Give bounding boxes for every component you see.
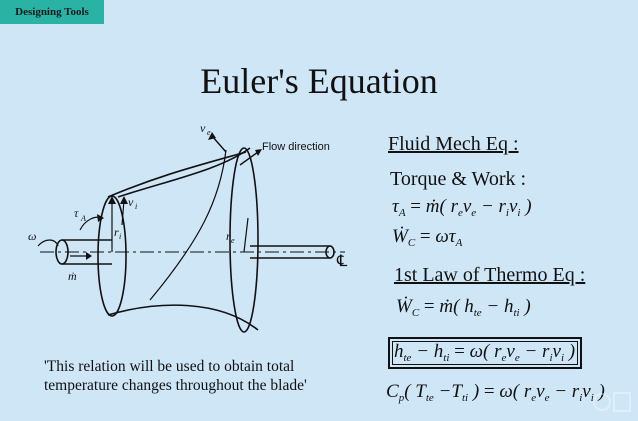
equation-boxed: hte − hti = ω( reve − rivi ) bbox=[394, 341, 576, 364]
equation-temperature: Cp( Tte −Tti ) = ω( reve − rivi ) bbox=[386, 381, 605, 404]
equation-thermo: ẆC = ṁ( hte − hti ) bbox=[396, 296, 531, 319]
section-tag: Designing Tools bbox=[0, 0, 104, 24]
label-tau-sub: A bbox=[80, 214, 86, 223]
boxed-equation-frame bbox=[388, 337, 582, 369]
label-ri: r bbox=[114, 225, 119, 239]
label-vi: v bbox=[128, 195, 134, 209]
label-mdot: ṁ bbox=[68, 269, 77, 283]
label-re-sub: e bbox=[231, 236, 235, 245]
quote-text: 'This relation will be used to obtain to… bbox=[44, 358, 307, 394]
equation-work: ẆC = ωτA bbox=[392, 226, 463, 249]
watermark-logo bbox=[593, 392, 631, 412]
label-vi-sub: i bbox=[135, 202, 137, 211]
label-ve: v bbox=[200, 121, 206, 135]
label-re: r bbox=[226, 229, 231, 243]
fluid-mech-heading: Fluid Mech Eq : bbox=[388, 133, 519, 155]
label-flow-direction: Flow direction bbox=[262, 141, 330, 153]
label-ve-sub: e bbox=[207, 128, 211, 137]
thermo-heading: 1st Law of Thermo Eq : bbox=[394, 264, 586, 286]
equation-torque: τA = ṁ( reve − rivi ) bbox=[392, 196, 532, 219]
label-tau: τ bbox=[74, 206, 79, 220]
label-centerline: ℄ bbox=[336, 253, 348, 270]
torque-work-label: Torque & Work : bbox=[390, 168, 527, 190]
slide-title: Euler's Equation bbox=[200, 61, 438, 101]
label-omega: ω bbox=[28, 229, 36, 243]
label-ri-sub: i bbox=[119, 232, 121, 241]
